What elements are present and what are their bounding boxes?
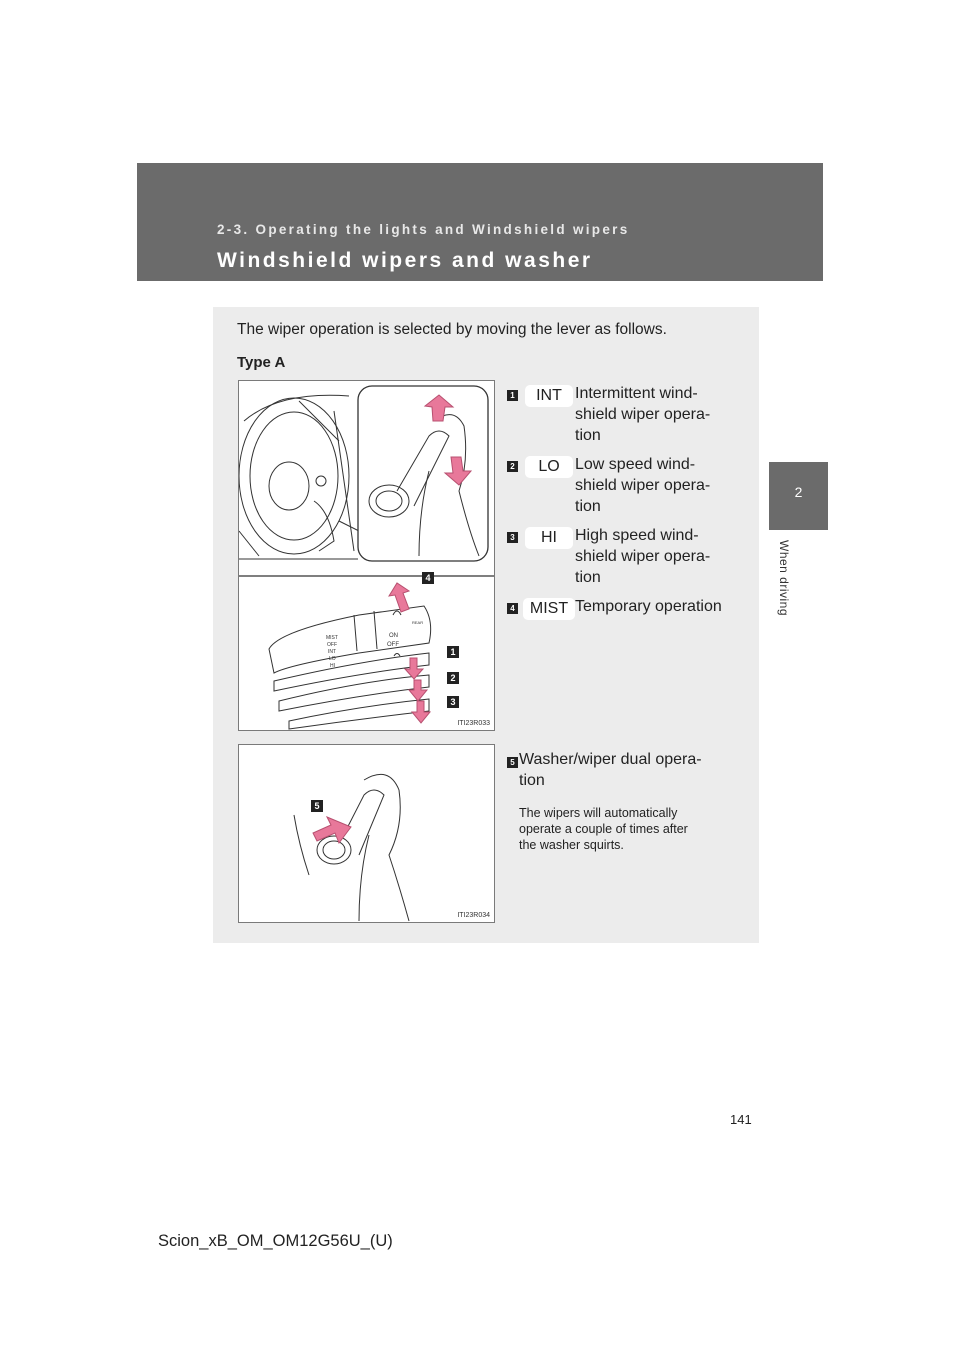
fig-callout-5: 5 (314, 801, 319, 811)
desc-mist-line: Temporary operation (575, 598, 722, 615)
washer-note-line: the washer squirts. (519, 838, 624, 852)
item-badge-5: 5 (507, 757, 518, 768)
desc-int: Intermittent wind- shield wiper opera- t… (575, 383, 745, 446)
page-title: Windshield wipers and washer (217, 249, 593, 272)
wiper-lever-illustration: MIST OFF INT LO HI ON OFF REAR 4 1 2 (238, 385, 494, 730)
fig-callout-1: 1 (450, 647, 455, 657)
hi-arrow-icon (410, 700, 432, 724)
mode-lo: LO (525, 456, 573, 478)
desc-int-line: Intermittent wind- (575, 385, 698, 402)
desc-hi-line: shield wiper opera- (575, 548, 711, 565)
desc-lo-line: shield wiper opera- (575, 477, 711, 494)
desc-int-line: shield wiper opera- (575, 406, 711, 423)
arrow-down-icon (443, 456, 473, 486)
fig-callout-2: 2 (450, 673, 455, 683)
desc-hi-line: tion (575, 569, 601, 586)
mist-arrow-icon (387, 582, 411, 613)
intro-text: The wiper operation is selected by movin… (237, 321, 667, 338)
chapter-header: 2-3. Operating the lights and Windshield… (137, 163, 823, 281)
lever-label-off: OFF (327, 642, 337, 648)
item-badge-1: 1 (507, 390, 518, 401)
washer-note-line: The wipers will automatically (519, 806, 678, 820)
fig-callout-4: 4 (425, 573, 430, 583)
desc-washer-line: Washer/wiper dual opera- (519, 751, 702, 768)
mode-int: INT (525, 385, 573, 407)
rear-label-off: OFF (387, 642, 399, 648)
lever-label-int: INT (328, 649, 336, 655)
rear-tag: REAR (412, 620, 423, 625)
figure-washer-lever: 5 ITI23R034 (238, 744, 495, 923)
desc-washer: Washer/wiper dual opera- tion (519, 749, 745, 791)
int-arrow-icon (403, 657, 425, 680)
mode-mist: MIST (523, 598, 575, 620)
washer-icon (392, 610, 402, 616)
chapter-side-label-text: When driving (777, 540, 791, 617)
lever-label-lo: LO (329, 656, 336, 662)
chapter-tab[interactable]: 2 (769, 462, 828, 530)
desc-hi: High speed wind- shield wiper opera- tio… (575, 525, 745, 588)
lever-label-hi: HI (330, 663, 335, 669)
chapter-tab-number: 2 (794, 484, 803, 500)
desc-int-line: tion (575, 427, 601, 444)
desc-lo-line: tion (575, 498, 601, 515)
item-badge-4: 4 (507, 603, 518, 614)
mode-hi: HI (525, 527, 573, 549)
fig-callout-3: 3 (450, 697, 455, 707)
arrow-up-icon (423, 394, 455, 422)
item-badge-2: 2 (507, 461, 518, 472)
desc-washer-line: tion (519, 772, 545, 789)
desc-lo: Low speed wind- shield wiper opera- tion (575, 454, 745, 517)
washer-note-line: operate a couple of times after (519, 822, 688, 836)
desc-mist: Temporary operation (575, 596, 745, 617)
item-badge-3: 3 (507, 532, 518, 543)
wiper-icon (393, 653, 401, 657)
lever-label-mist: MIST (326, 635, 338, 641)
rear-label-on: ON (389, 633, 398, 639)
content-panel: The wiper operation is selected by movin… (213, 307, 759, 943)
figure-code-1: ITI23R033 (457, 720, 490, 727)
figure-code-2: ITI23R034 (457, 912, 490, 919)
figure-wiper-lever: MIST OFF INT LO HI ON OFF REAR 4 1 2 (238, 380, 495, 731)
type-label: Type A (237, 354, 286, 371)
desc-hi-line: High speed wind- (575, 527, 699, 544)
footer-doc-id: Scion_xB_OM_OM12G56U_(U) (158, 1232, 393, 1250)
lo-arrow-icon (407, 679, 429, 702)
page-number: 141 (730, 1112, 752, 1127)
washer-lever-illustration: 5 (293, 773, 410, 922)
washer-note: The wipers will automatically operate a … (519, 805, 745, 853)
section-heading: 2-3. Operating the lights and Windshield… (217, 222, 630, 237)
chapter-side-label: When driving (762, 540, 802, 650)
desc-lo-line: Low speed wind- (575, 456, 696, 473)
washer-arrow-icon (312, 816, 352, 845)
